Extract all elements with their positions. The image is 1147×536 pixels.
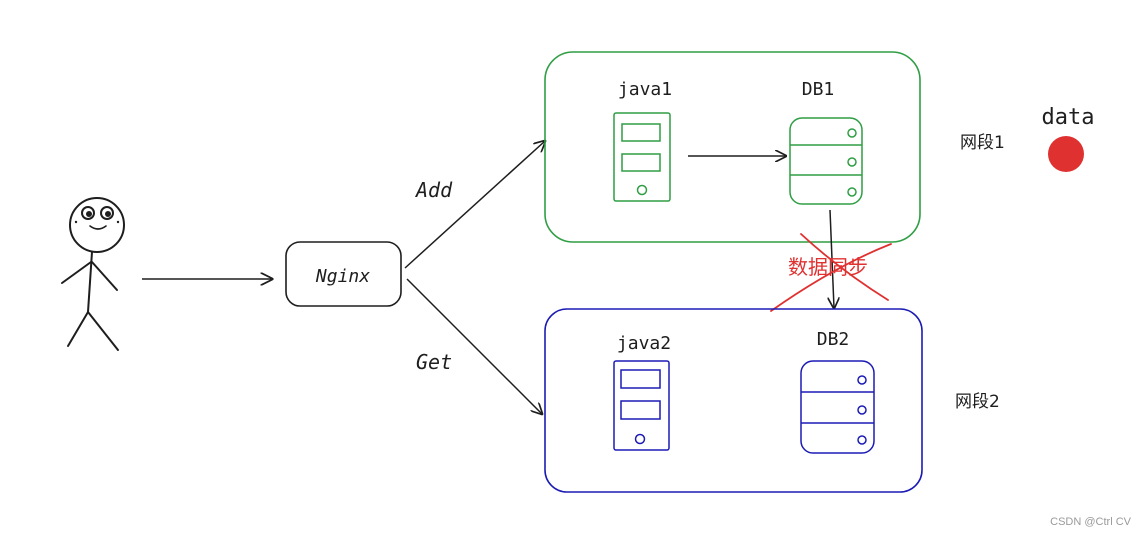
segment-1-label: 网段1: [960, 133, 1005, 153]
java2-label: java2: [617, 333, 671, 354]
nginx-node: Nginx: [285, 241, 402, 307]
red-dot-icon: [1048, 136, 1084, 172]
db1-label: DB1: [802, 79, 835, 100]
db2-label: DB2: [817, 329, 850, 350]
segment-1-group: java1 DB1 网段1: [544, 51, 1005, 243]
java1-server-icon: [613, 112, 671, 202]
add-arrow: [404, 141, 545, 269]
db2-database-icon: [800, 360, 875, 454]
get-label: Get: [416, 350, 452, 374]
db1-database-icon: [789, 117, 863, 205]
segment-2-label: 网段2: [955, 392, 1000, 412]
nginx-label: Nginx: [315, 266, 370, 287]
get-arrow: [406, 278, 542, 414]
user-stick-figure-icon: [61, 197, 125, 351]
sync-label: 数据同步: [788, 255, 868, 279]
java2-server-icon: [613, 360, 670, 451]
data-label: data: [1042, 105, 1095, 130]
segment-2-group: java2 DB2 网段2: [544, 308, 1000, 493]
sync-cross-icon: [770, 233, 892, 312]
db-sync-arrow: [830, 209, 834, 308]
watermark: CSDN @Ctrl CV: [1050, 516, 1131, 528]
java1-label: java1: [618, 79, 672, 100]
add-label: Add: [414, 178, 453, 202]
